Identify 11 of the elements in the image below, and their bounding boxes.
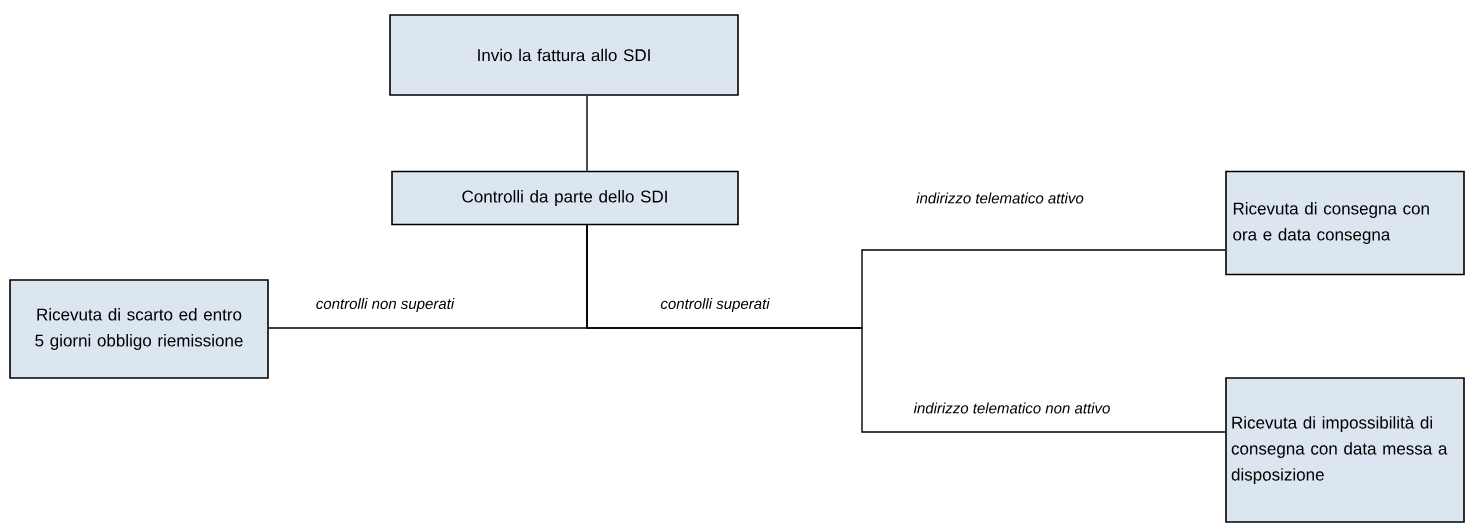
process-box: Ricevuta di scarto ed entro 5 giorni obbligo riemissione — [9, 279, 269, 379]
process-box: Controlli da parte dello SDI — [391, 170, 739, 226]
branch-label: controlli superati — [659, 297, 771, 313]
edge-label: indirizzo telematico non attivo — [912, 401, 1112, 415]
connector-line — [586, 95, 588, 172]
edge-label: indirizzo telematico attivo — [915, 191, 1085, 205]
edge-label: controlli non superati — [314, 297, 456, 313]
process-box: Ricevuta di consegna con ora e data consegna — [1225, 170, 1465, 276]
connector-line — [586, 224, 1226, 433]
process-box: Ricevuta di impossibilità di consegna con data messa a disposizione — [1225, 377, 1465, 523]
process-box: Invio la fattura allo SDI — [389, 14, 739, 96]
